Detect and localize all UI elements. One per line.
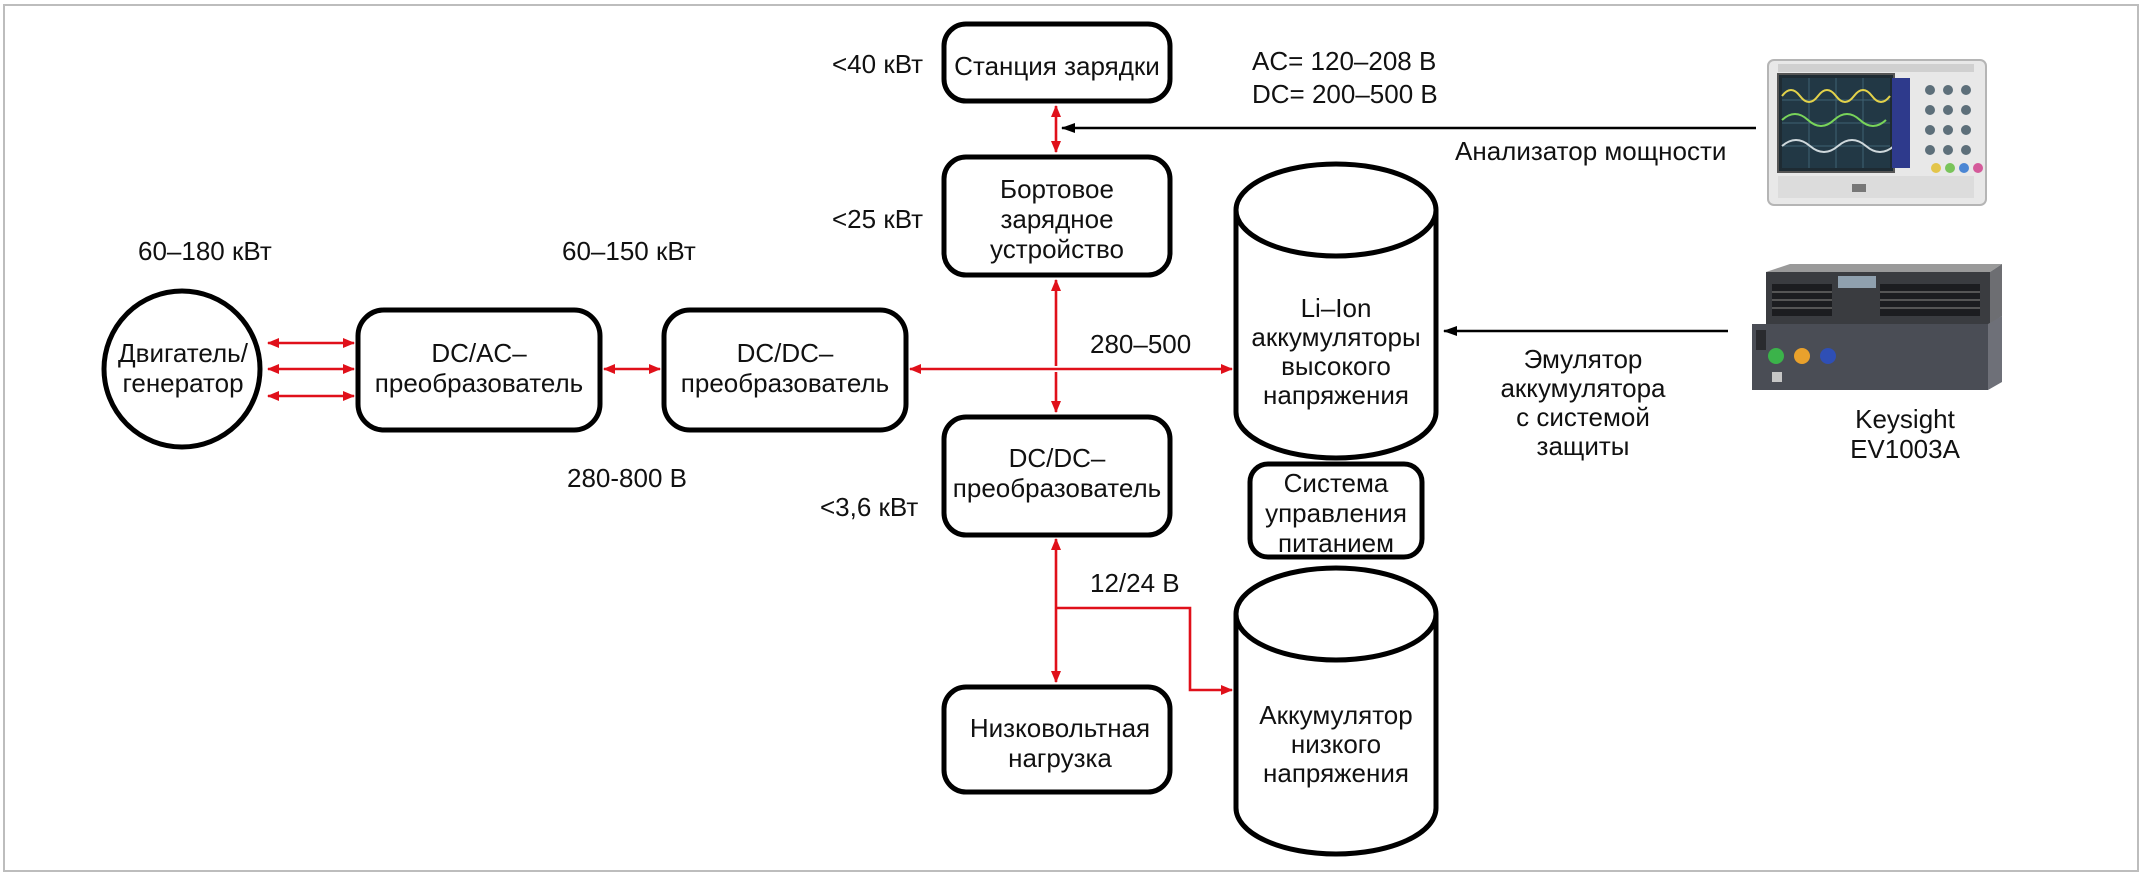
li-ion-line-3: высокого	[1281, 351, 1391, 381]
emulator-line-1: Эмулятор	[1524, 344, 1643, 374]
dcdc-low-node: DC/DC–преобразователь	[941, 414, 1173, 538]
label-p60-180: 60–180 кВт	[138, 236, 272, 266]
charging-station-node: Станция зарядки	[941, 21, 1173, 104]
svg-text:DC/DC–преобразователь: DC/DC–преобразователь	[953, 443, 1161, 503]
li-ion-line-2: аккумуляторы	[1251, 322, 1420, 352]
oscilloscope-image	[1767, 59, 1987, 206]
emulator-line-2: аккумулятора	[1500, 373, 1666, 403]
dcac-line-2: преобразователь	[375, 368, 583, 398]
low-battery-line-1: Аккумулятор	[1259, 700, 1412, 730]
emulator-line-4: защиты	[1537, 431, 1630, 461]
bms-line-1: Система	[1284, 468, 1389, 498]
dcdc-main-node: DC/DC–преобразователь	[661, 307, 909, 433]
label-dc: DC= 200–500 В	[1252, 79, 1438, 109]
engine-line-1: Двигатель/	[118, 338, 249, 368]
label-p25: <25 кВт	[832, 204, 923, 234]
emulator-rack-image	[1752, 264, 2002, 390]
charger-line-3: устройство	[990, 234, 1124, 264]
label-ac: AC= 120–208 В	[1252, 46, 1436, 76]
emulator-line-3: с системой	[1516, 402, 1650, 432]
annotations: <40 кВт <25 кВт <3,6 кВт 60–180 кВт 60–1…	[138, 46, 1961, 598]
svg-text:DC/AC–преобразователь: DC/AC–преобразователь	[375, 338, 583, 398]
keysight-line-1: Keysight	[1855, 404, 1955, 434]
svg-text:Двигатель/генератор: Двигатель/генератор	[118, 338, 249, 398]
label-p60-150: 60–150 кВт	[562, 236, 696, 266]
keysight-line-2: EV1003A	[1850, 434, 1961, 464]
dcdc-main-line-1: DC/DC–	[737, 338, 834, 368]
measurement-arrows	[1061, 123, 1756, 336]
label-v280-500: 280–500	[1090, 329, 1191, 359]
low-battery-line-3: напряжения	[1263, 758, 1409, 788]
engine-line-2: генератор	[122, 368, 243, 398]
branch-low-battery-arrow	[1056, 606, 1233, 695]
low-load-line-1: Низковольтная	[970, 713, 1150, 743]
li-ion-line-4: напряжения	[1263, 380, 1409, 410]
dcdc-main-line-2: преобразователь	[681, 368, 889, 398]
dcdc-low-line-2: преобразователь	[953, 473, 1161, 503]
dcdc-low-line-1: DC/DC–	[1009, 443, 1106, 473]
charger-line-2: зарядное	[1000, 204, 1113, 234]
dcac-line-1: DC/AC–	[431, 338, 527, 368]
label-v12-24: 12/24 В	[1090, 568, 1180, 598]
label-p36: <3,6 кВт	[820, 492, 918, 522]
dcac-node: DC/AC–преобразователь	[355, 307, 603, 433]
charger-line-1: Бортовое	[1000, 174, 1114, 204]
connections	[267, 105, 1233, 695]
bms-line-2: управления	[1265, 498, 1407, 528]
svg-text:DC/DC–преобразователь: DC/DC–преобразователь	[681, 338, 889, 398]
bms-line-3: питанием	[1278, 528, 1394, 558]
label-power-analyzer: Анализатор мощности	[1455, 136, 1726, 166]
low-battery-line-2: низкого	[1291, 729, 1381, 759]
engine-node: Двигатель/генератор	[101, 288, 263, 450]
low-load-line-2: нагрузка	[1008, 743, 1112, 773]
li-ion-line-1: Li–Ion	[1301, 293, 1372, 323]
label-p40: <40 кВт	[832, 49, 923, 79]
label-v280-800: 280-800 В	[567, 463, 687, 493]
charging-station-label: Станция зарядки	[954, 51, 1160, 81]
